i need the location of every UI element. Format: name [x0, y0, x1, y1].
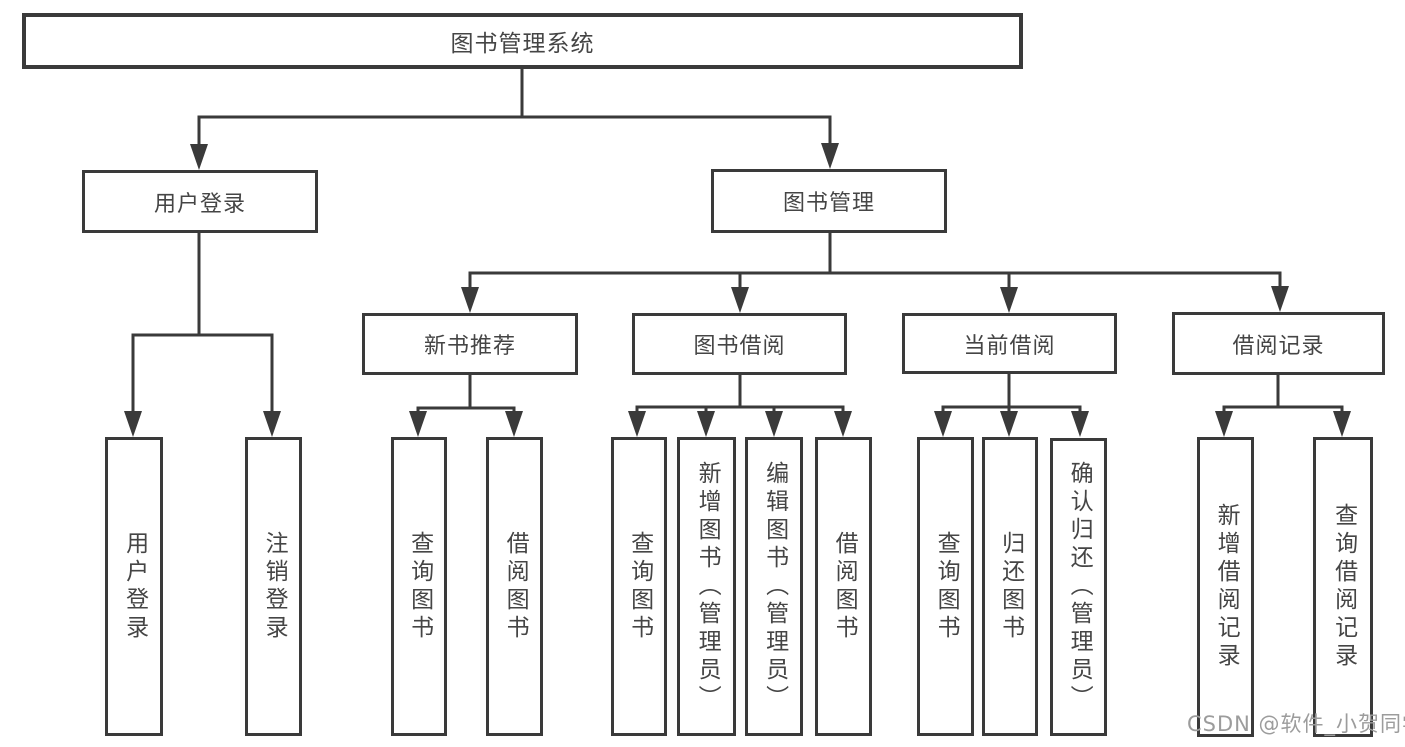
- leaf-add-book-admin: 新增图书（管理员）: [677, 437, 736, 736]
- leaf-query-books-1: 查询图书: [391, 437, 447, 736]
- leaf-confirm-return-admin: 确认归还（管理员）: [1050, 438, 1107, 736]
- node-system-root: 图书管理系统: [22, 13, 1023, 69]
- leaf-logout: 注销登录: [245, 437, 302, 736]
- node-user-login: 用户登录: [82, 170, 318, 233]
- leaf-edit-book-admin: 编辑图书（管理员）: [745, 437, 803, 736]
- leaf-query-borrow-record: 查询借阅记录: [1313, 437, 1373, 737]
- leaf-query-books-2: 查询图书: [611, 437, 667, 736]
- leaf-return-book: 归还图书: [982, 437, 1038, 736]
- csdn-watermark: CSDN @软件_小贺同学: [1187, 712, 1405, 736]
- node-book-borrow: 图书借阅: [632, 313, 847, 375]
- leaf-borrow-books-1: 借阅图书: [486, 437, 543, 736]
- node-current-borrow: 当前借阅: [902, 313, 1117, 374]
- node-new-book-recommend: 新书推荐: [362, 313, 578, 375]
- leaf-add-borrow-record: 新增借阅记录: [1197, 437, 1254, 737]
- node-book-management: 图书管理: [711, 169, 947, 233]
- node-borrow-records: 借阅记录: [1172, 312, 1385, 375]
- leaf-borrow-books-2: 借阅图书: [815, 437, 872, 736]
- leaf-query-books-3: 查询图书: [917, 437, 974, 736]
- leaf-user-login: 用户登录: [105, 437, 163, 736]
